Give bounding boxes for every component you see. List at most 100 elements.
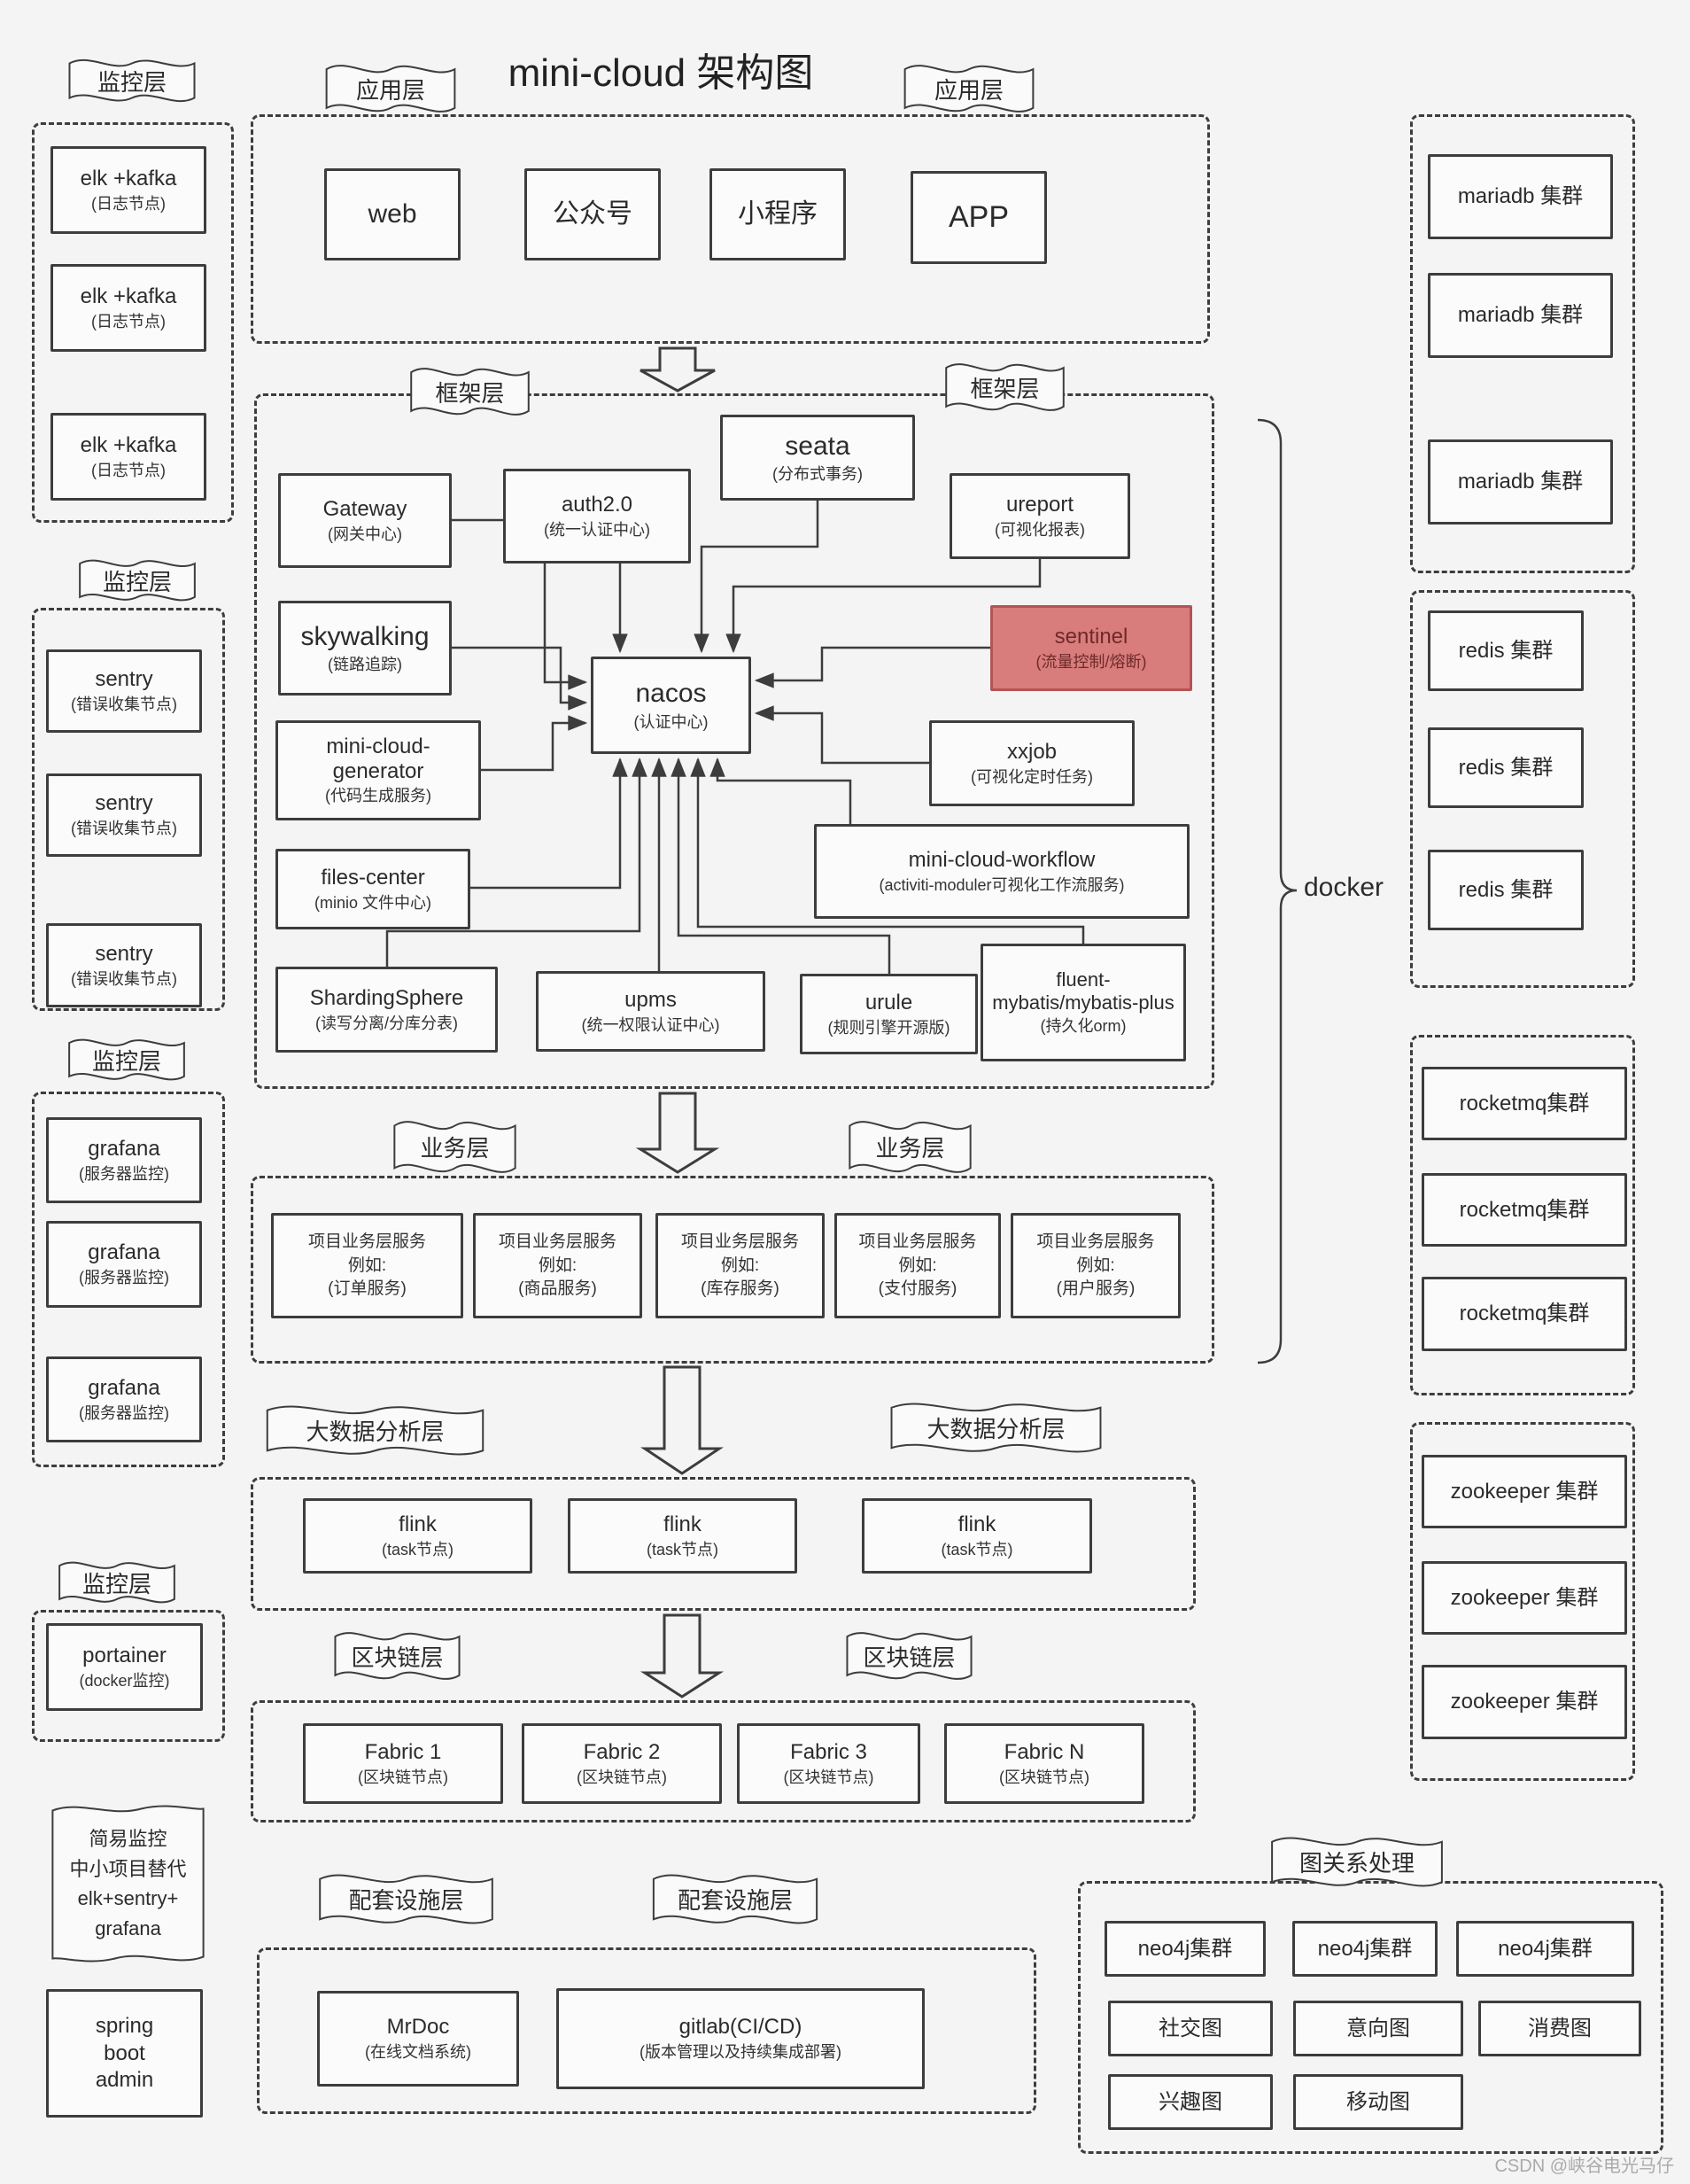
box-title: fluent-mybatis/mybatis-plus bbox=[992, 968, 1174, 1014]
banner-label: 应用层 bbox=[355, 76, 425, 104]
box-wechat-official: 公众号 bbox=[524, 168, 661, 260]
note-line: elk+sentry+ bbox=[77, 1887, 179, 1909]
box-web: web bbox=[324, 168, 461, 260]
box-neo4j-1: neo4j集群 bbox=[1105, 1921, 1266, 1977]
box-line: 项目业务层服务 bbox=[680, 1232, 799, 1251]
box-title: zookeeper 集群 bbox=[1450, 1690, 1599, 1714]
note-line: 简易监控 bbox=[89, 1828, 167, 1850]
box-sentinel: sentinel (流量控制/熔断) bbox=[990, 605, 1192, 691]
zookeeper-cluster-group bbox=[1410, 1422, 1635, 1781]
box-title: elk +kafka bbox=[80, 284, 177, 308]
box-grafana-1: grafana (服务器监控) bbox=[46, 1117, 202, 1203]
banner-monitoring-layer-1: 监控层 bbox=[66, 51, 198, 110]
box-subtitle: (服务器监控) bbox=[79, 1164, 169, 1183]
box-ureport: ureport (可视化报表) bbox=[950, 473, 1130, 559]
box-sentry-1: sentry (错误收集节点) bbox=[46, 649, 202, 733]
box-redis-1: redis 集群 bbox=[1428, 610, 1584, 691]
box-title-line: boot bbox=[104, 2040, 145, 2065]
box-mobility-graph: 移动图 bbox=[1293, 2074, 1463, 2130]
box-subtitle: (minio 文件中心) bbox=[314, 893, 431, 912]
box-neo4j-3: neo4j集群 bbox=[1456, 1921, 1634, 1977]
box-title: sentry bbox=[95, 667, 153, 692]
box-fabric-1: Fabric 1 (区块链节点) bbox=[303, 1723, 503, 1804]
box-title: neo4j集群 bbox=[1498, 1936, 1593, 1961]
box-rocketmq-3: rocketmq集群 bbox=[1422, 1277, 1627, 1351]
box-subtitle: (区块链节点) bbox=[999, 1768, 1089, 1786]
monitoring-elk-group bbox=[32, 122, 234, 523]
box-portainer: portainer (docker监控) bbox=[46, 1623, 203, 1711]
box-rocketmq-2: rocketmq集群 bbox=[1422, 1173, 1627, 1247]
box-zookeeper-3: zookeeper 集群 bbox=[1422, 1665, 1627, 1739]
box-fluent-mybatis: fluent-mybatis/mybatis-plus (持久化orm) bbox=[981, 944, 1186, 1061]
banner-label: 监控层 bbox=[91, 1047, 161, 1075]
box-elk-kafka-2: elk +kafka (日志节点) bbox=[50, 264, 206, 352]
box-line: (库存服务) bbox=[701, 1279, 779, 1299]
box-subtitle: (task节点) bbox=[647, 1540, 718, 1558]
box-title: portainer bbox=[82, 1643, 167, 1667]
flag-shape bbox=[942, 354, 1067, 420]
box-title: ShardingSphere bbox=[309, 985, 464, 1010]
box-title: web bbox=[368, 198, 417, 229]
box-grafana-2: grafana (服务器监控) bbox=[46, 1221, 202, 1308]
box-mini-program: 小程序 bbox=[709, 168, 846, 260]
box-title: 兴趣图 bbox=[1159, 2089, 1222, 2114]
flag-shape bbox=[648, 1865, 822, 1933]
box-title: rocketmq集群 bbox=[1459, 1302, 1590, 1326]
rocketmq-cluster-group bbox=[1410, 1035, 1635, 1395]
box-line: 项目业务层服务 bbox=[307, 1232, 426, 1251]
box-seata: seata (分布式事务) bbox=[720, 415, 915, 501]
banner-business-layer-right: 业务层 bbox=[846, 1111, 974, 1183]
box-zookeeper-1: zookeeper 集群 bbox=[1422, 1455, 1627, 1528]
box-line: 例如: bbox=[1076, 1255, 1115, 1275]
box-redis-2: redis 集群 bbox=[1428, 727, 1584, 808]
box-line: (订单服务) bbox=[328, 1279, 407, 1299]
box-title: Fabric 3 bbox=[790, 1739, 867, 1764]
box-skywalking: skywalking (链路追踪) bbox=[278, 601, 452, 696]
box-subtitle: (网关中心) bbox=[328, 525, 402, 543]
flag-shape bbox=[56, 1554, 178, 1611]
box-line: 项目业务层服务 bbox=[1036, 1232, 1155, 1251]
box-title: redis 集群 bbox=[1458, 638, 1554, 663]
banner-label: 业务层 bbox=[420, 1135, 490, 1162]
box-line: 例如: bbox=[720, 1255, 760, 1275]
box-subtitle: (区块链节点) bbox=[783, 1768, 874, 1786]
infra-layer-container bbox=[257, 1947, 1036, 2114]
box-social-graph: 社交图 bbox=[1108, 2001, 1273, 2056]
box-subtitle: (区块链节点) bbox=[577, 1768, 667, 1786]
box-subtitle: (规则引擎开源版) bbox=[827, 1018, 950, 1037]
box-title: redis 集群 bbox=[1458, 877, 1554, 902]
box-subtitle: (统一权限认证中心) bbox=[581, 1015, 720, 1034]
box-title: Fabric N bbox=[1004, 1739, 1085, 1764]
box-title: elk +kafka bbox=[80, 166, 177, 190]
banner-label: 应用层 bbox=[934, 76, 1004, 104]
box-subtitle: (日志节点) bbox=[91, 461, 166, 479]
banner-label: 监控层 bbox=[102, 568, 172, 595]
box-subtitle: (流量控制/熔断) bbox=[1035, 652, 1147, 671]
banner-label: 业务层 bbox=[875, 1135, 945, 1162]
box-elk-kafka-3: elk +kafka (日志节点) bbox=[50, 413, 206, 501]
banner-label: 图关系处理 bbox=[1299, 1850, 1415, 1877]
flag-shape bbox=[314, 1865, 498, 1933]
box-line: (支付服务) bbox=[878, 1279, 957, 1299]
box-title: Fabric 2 bbox=[583, 1739, 661, 1764]
box-title: redis 集群 bbox=[1458, 755, 1554, 780]
box-subtitle: (task节点) bbox=[382, 1540, 454, 1558]
box-business-order: 项目业务层服务 例如: (订单服务) bbox=[271, 1213, 463, 1318]
box-title: mariadb 集群 bbox=[1457, 303, 1584, 328]
box-title: Gateway bbox=[322, 496, 407, 521]
box-subtitle: (activiti-moduler可视化工作流服务) bbox=[879, 875, 1125, 894]
down-arrow-bigdata-to-blockchain bbox=[640, 1613, 725, 1698]
box-line: 例如: bbox=[347, 1255, 387, 1275]
box-title: nacos bbox=[635, 679, 707, 708]
box-line: 项目业务层服务 bbox=[858, 1232, 977, 1251]
banner-label: 配套设施层 bbox=[348, 1887, 464, 1914]
box-fabric-3: Fabric 3 (区块链节点) bbox=[737, 1723, 920, 1804]
watermark: CSDN @峡谷电光马仔 bbox=[1494, 2157, 1674, 2176]
box-subtitle: (错误收集节点) bbox=[71, 696, 177, 714]
box-title: zookeeper 集群 bbox=[1450, 1479, 1599, 1504]
box-subtitle: (错误收集节点) bbox=[71, 820, 177, 838]
graph-section-container bbox=[1078, 1881, 1663, 2154]
banner-graph-processing: 图关系处理 bbox=[1267, 1828, 1447, 1896]
banner-label: 配套设施层 bbox=[677, 1887, 793, 1914]
